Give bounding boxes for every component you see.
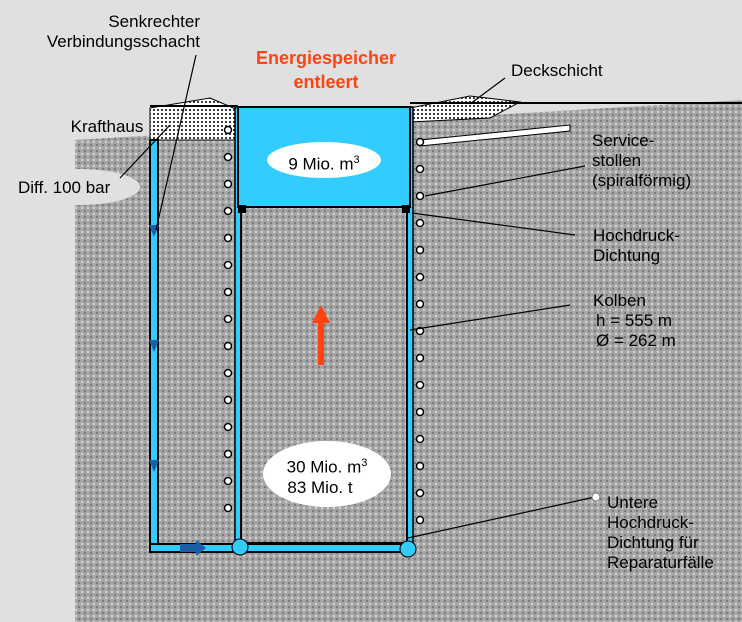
tunnel-marker [223, 152, 233, 162]
lower-seal-line1: Untere [607, 493, 659, 512]
tunnel-marker [223, 503, 233, 513]
piston-volume-oval: 30 Mio. m3 83 Mio. t [263, 441, 391, 507]
service-tunnel-markers [223, 125, 425, 525]
piston-label-line1: Kolben [593, 291, 646, 310]
tunnel-marker [223, 476, 233, 486]
flow-arrows [149, 225, 206, 556]
tunnel-marker [415, 245, 425, 255]
title-line1: Energiespeicher [255, 48, 397, 68]
tunnel-marker [415, 407, 425, 417]
tunnel-marker [415, 353, 425, 363]
water-volume-exp: 3 [353, 154, 360, 166]
tunnel-marker [415, 272, 425, 282]
powerhouse-label: Krafthaus [70, 117, 144, 136]
tunnel-marker [415, 488, 425, 498]
tunnel-marker [223, 422, 233, 432]
service-label-line3: (spiralförmig) [592, 171, 692, 190]
tunnel-marker [415, 380, 425, 390]
title-line2: entleert [293, 72, 359, 92]
tunnel-marker [415, 218, 425, 228]
title: Energiespeicher entleert [236, 46, 416, 94]
tunnel-marker [223, 341, 233, 351]
tunnel-marker [223, 314, 233, 324]
tunnel-marker [223, 260, 233, 270]
tunnel-marker [223, 206, 233, 216]
piston-up-arrow [312, 305, 330, 365]
lower-seal-line3: Dichtung für [607, 533, 699, 552]
leader-lines [119, 54, 596, 539]
lower-seal-line4: Reparaturfälle [607, 553, 714, 572]
tunnel-marker [223, 233, 233, 243]
pressure-label: Diff. 100 bar [18, 178, 111, 197]
tunnel-marker [223, 395, 233, 405]
tunnel-marker [415, 515, 425, 525]
water-volume-oval: 9 Mio. m3 [267, 142, 381, 178]
cover-layer-label: Deckschicht [511, 61, 603, 80]
seal-label-line2: Dichtung [593, 246, 661, 265]
tunnel-marker [223, 449, 233, 459]
piston-volume: 30 Mio. m [286, 457, 362, 477]
piston-label-line2: h = 555 m [596, 311, 673, 330]
piston-mass: 83 Mio. t [287, 477, 353, 497]
tunnel-marker [415, 434, 425, 444]
piston-label-line3: Ø = 262 m [596, 331, 676, 350]
tunnel-marker [415, 164, 425, 174]
seal-label: Hochdruck-Dichtung [593, 226, 680, 266]
tunnel-marker [223, 125, 233, 135]
tunnel-marker [415, 461, 425, 471]
shaft-label: Senkrechter [98, 12, 200, 32]
tunnel-marker [415, 299, 425, 309]
tunnel-marker [223, 179, 233, 189]
service-tunnel-label: Service-stollen(spiralförmig) [592, 131, 691, 191]
lower-seal-line2: Hochdruck- [607, 513, 694, 532]
shaft-label-line1: Senkrechter [108, 12, 200, 31]
piston-volume-exp: 3 [361, 457, 368, 469]
tunnel-marker [223, 368, 233, 378]
pressure-label-bg [20, 169, 140, 205]
tunnel-marker [415, 137, 425, 147]
seal-label-line1: Hochdruck- [593, 226, 680, 245]
water-volume: 9 Mio. m [288, 154, 354, 174]
service-label-line2: stollen [592, 151, 642, 170]
tunnel-marker [415, 191, 425, 201]
shaft-label-line2: Verbindungsschacht [46, 32, 200, 51]
tunnel-marker [223, 287, 233, 297]
service-label-line1: Service- [592, 131, 655, 150]
